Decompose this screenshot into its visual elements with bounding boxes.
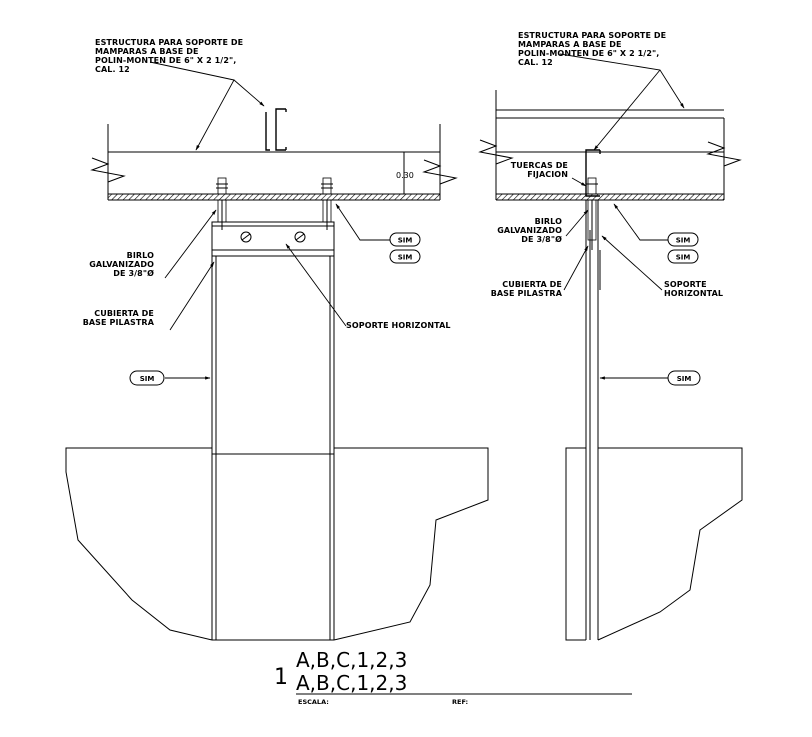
left-sim-tag-1: SIM [398,237,413,245]
right-sim-tag-3: SIM [677,375,692,383]
left-sim-tag-3: SIM [140,375,155,383]
right-pilaster [585,200,601,640]
escala-label: ESCALA: [298,698,329,706]
left-soporte-label: SOPORTE HORIZONTAL [346,321,451,330]
right-birlo-line-2: GALVANIZADO [497,226,562,235]
left-pilaster [211,250,335,640]
right-slab [478,90,742,201]
left-sim-tag-2: SIM [398,254,413,262]
right-title-line-1: ESTRUCTURA PARA SOPORTE DE [518,31,666,40]
left-title-line-1: ESTRUCTURA PARA SOPORTE DE [95,38,243,47]
left-birlo-line-3: DE 3/8"Ø [113,268,154,278]
left-detail [65,108,489,641]
left-title-line-3: POLIN-MONTEN DE 6" X 2 1/2", [95,56,236,65]
right-sim-tag-2: SIM [676,254,691,262]
right-sim-tag-1: SIM [676,237,691,245]
title-line-2: A,B,C,1,2,3 [296,671,407,695]
left-foundation [65,447,489,641]
title-line-1: A,B,C,1,2,3 [296,648,407,672]
right-polin-channel [585,149,601,197]
leader-lines [149,53,685,380]
right-cubierta-line-1: CUBIERTA DE [502,280,562,289]
right-soporte-line-2: HORIZONTAL [664,289,723,298]
sim-tags [129,232,701,386]
right-title-line-2: MAMPARAS A BASE DE [518,40,622,49]
ref-label: REF: [452,698,468,706]
right-tuercas-line-1: TUERCAS DE [511,161,568,170]
right-title-line-3: POLIN-MONTEN DE 6" X 2 1/2", [518,49,659,58]
right-cubierta-line-2: BASE PILASTRA [491,289,563,298]
right-foundation [565,447,743,641]
left-dimension-value: 0.30 [396,171,414,180]
right-title-line-4: CAL. 12 [518,58,553,67]
left-birlo-line-1: BIRLO [127,251,154,260]
left-title-line-4: CAL. 12 [95,65,130,74]
right-detail [478,90,743,641]
left-polin-channel [265,108,287,151]
left-bolts [216,177,333,230]
left-title-line-2: MAMPARAS A BASE DE [95,47,199,56]
left-slab [90,124,458,201]
left-cubierta-line-2: BASE PILASTRA [83,318,155,327]
right-birlo-line-1: BIRLO [535,217,562,226]
right-bolts [586,177,598,250]
left-birlo-line-2: GALVANIZADO [89,260,154,269]
left-dimension [398,151,410,195]
right-soporte-line-1: SOPORTE [664,280,707,289]
right-tuercas-line-2: FIJACION [527,170,568,179]
left-cubierta-line-1: CUBIERTA DE [94,309,154,318]
right-birlo-line-3: DE 3/8"Ø [521,234,562,244]
title-block: 1 A,B,C,1,2,3 A,B,C,1,2,3 ESCALA: REF: [274,648,632,706]
left-horizontal-support [211,221,335,257]
detail-number: 1 [274,665,288,690]
